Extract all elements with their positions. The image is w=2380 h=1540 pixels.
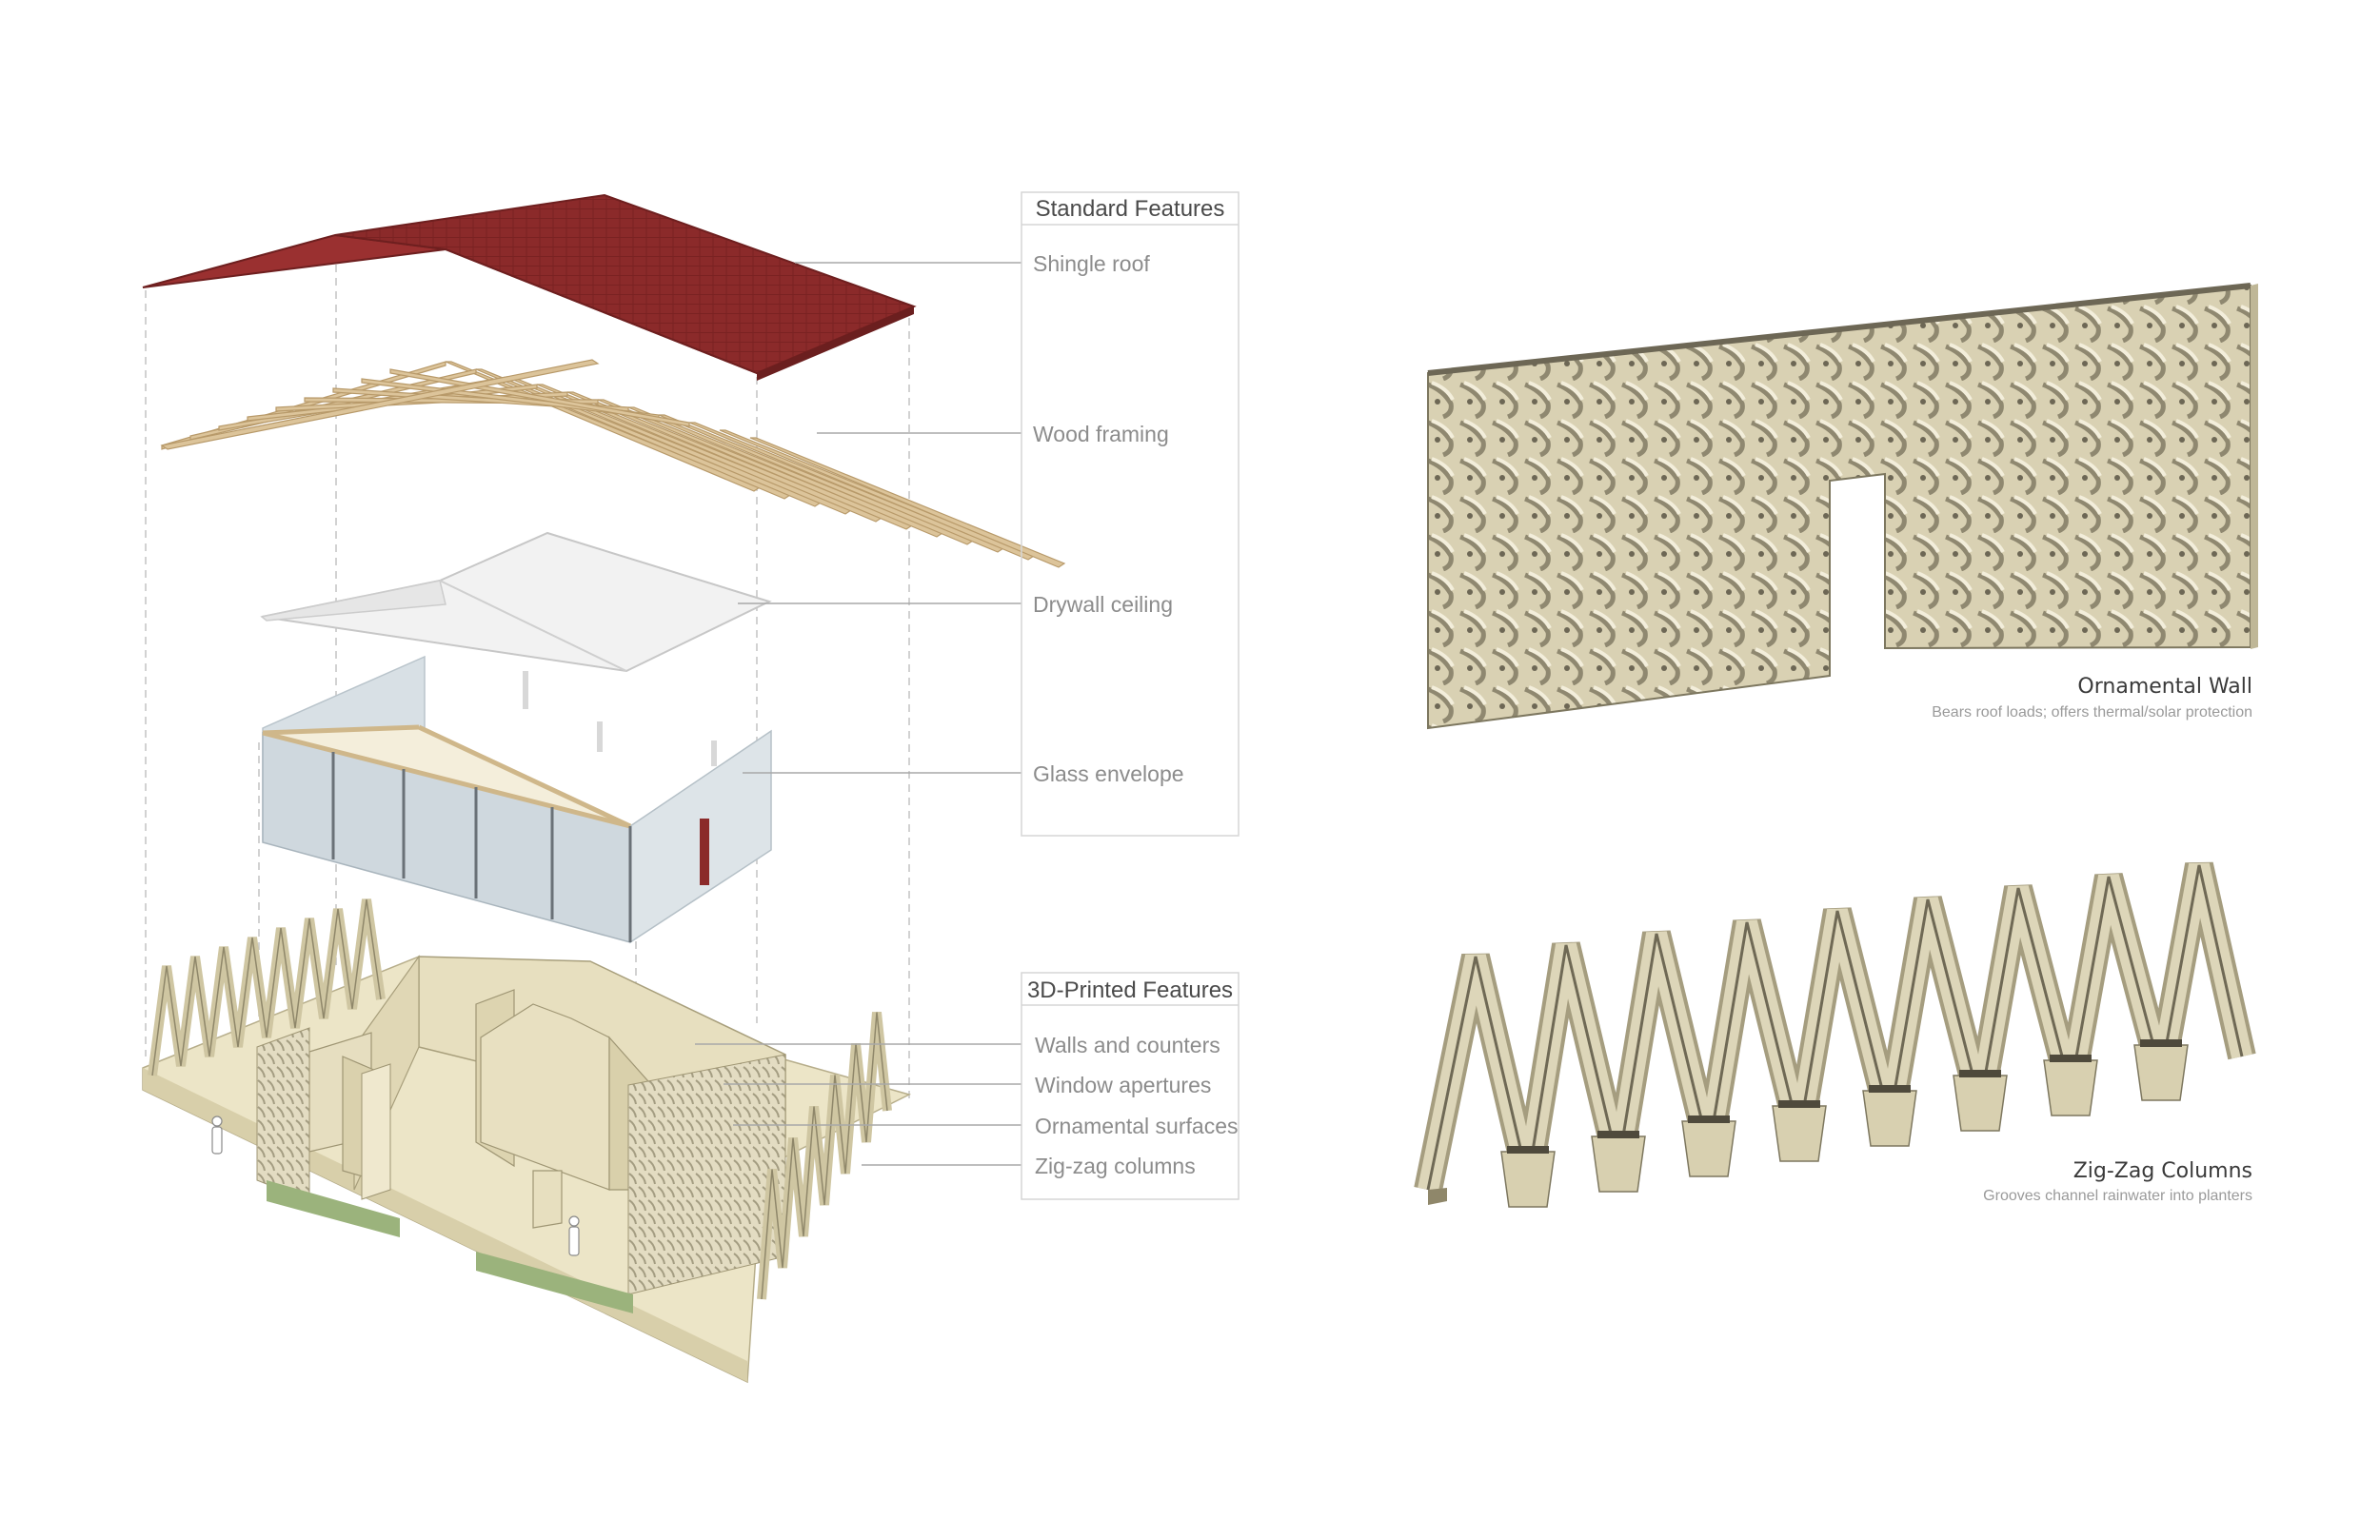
standard-features-box: Standard Features Shingle roof Wood fram… xyxy=(1021,191,1240,837)
feature-glass-envelope: Glass envelope xyxy=(1033,761,1184,786)
planter xyxy=(2133,1044,2189,1101)
rafter xyxy=(597,399,914,530)
planter-soil xyxy=(1507,1146,1549,1154)
zigzag-columns-subtitle: Grooves channel rainwater into planters xyxy=(1983,1188,2252,1204)
planter-soil xyxy=(2140,1039,2182,1047)
zigzag-column-edge xyxy=(761,1012,888,1300)
planter-soil xyxy=(1778,1100,1820,1108)
planter-soil xyxy=(1959,1070,2001,1077)
zigzag-columns-title: Zig-Zag Columns xyxy=(2073,1159,2252,1183)
feature-window-apertures: Window apertures xyxy=(1035,1073,1211,1097)
planter-soil xyxy=(1688,1116,1730,1123)
ornamental-wall-subtitle: Bears roof loads; offers thermal/solar p… xyxy=(1932,704,2252,721)
printed-base xyxy=(142,898,912,1384)
zigzag-columns-detail xyxy=(1414,861,2256,1208)
ornamental-wall xyxy=(1427,283,2258,730)
feature-zigzag-columns: Zig-zag columns xyxy=(1035,1154,1196,1178)
rafter xyxy=(658,414,975,545)
planter xyxy=(1772,1105,1827,1162)
leader-lines xyxy=(695,262,1021,1166)
planter-soil xyxy=(2050,1055,2092,1062)
zigzag-columns-left xyxy=(148,898,386,1076)
feature-shingle-roof: Shingle roof xyxy=(1033,251,1150,276)
rafter xyxy=(719,429,1036,561)
planter-soil xyxy=(1597,1131,1639,1138)
rafter xyxy=(627,406,944,538)
rafter xyxy=(688,422,1005,553)
zigzag-column-edge xyxy=(151,898,382,1076)
zigzag-columns-right xyxy=(757,1011,892,1300)
rafter xyxy=(749,437,1066,568)
glass-envelope xyxy=(262,655,772,944)
planter xyxy=(1591,1135,1646,1193)
ornamental-wall-title: Ornamental Wall xyxy=(2077,675,2252,699)
standard-features-title: Standard Features xyxy=(1036,196,1225,222)
wood-framing xyxy=(160,359,1066,568)
feature-ornamental-surfaces: Ornamental surfaces xyxy=(1035,1114,1238,1138)
rafter xyxy=(389,368,690,427)
planter xyxy=(1953,1075,2008,1132)
ridge-beam xyxy=(160,359,600,450)
feature-wood-framing: Wood framing xyxy=(1033,422,1169,446)
exploded-house xyxy=(142,193,1066,1384)
printed-features-title: 3D-Printed Features xyxy=(1027,977,1233,1003)
zigzag-groove xyxy=(1426,864,2244,1191)
planter xyxy=(1862,1090,1917,1147)
feature-drywall-ceiling: Drywall ceiling xyxy=(1033,592,1173,617)
planter xyxy=(2043,1059,2098,1116)
person-figure xyxy=(211,1116,580,1256)
shingle-roof xyxy=(142,193,917,381)
planter xyxy=(1681,1120,1736,1177)
feature-walls-counters: Walls and counters xyxy=(1035,1033,1220,1057)
planter xyxy=(1500,1151,1556,1208)
planter-soil xyxy=(1869,1085,1911,1093)
printed-features-box: 3D-Printed Features Walls and counters W… xyxy=(1021,972,1240,1200)
zigzag-end xyxy=(1428,1188,1447,1205)
drywall-ceiling xyxy=(260,531,772,673)
